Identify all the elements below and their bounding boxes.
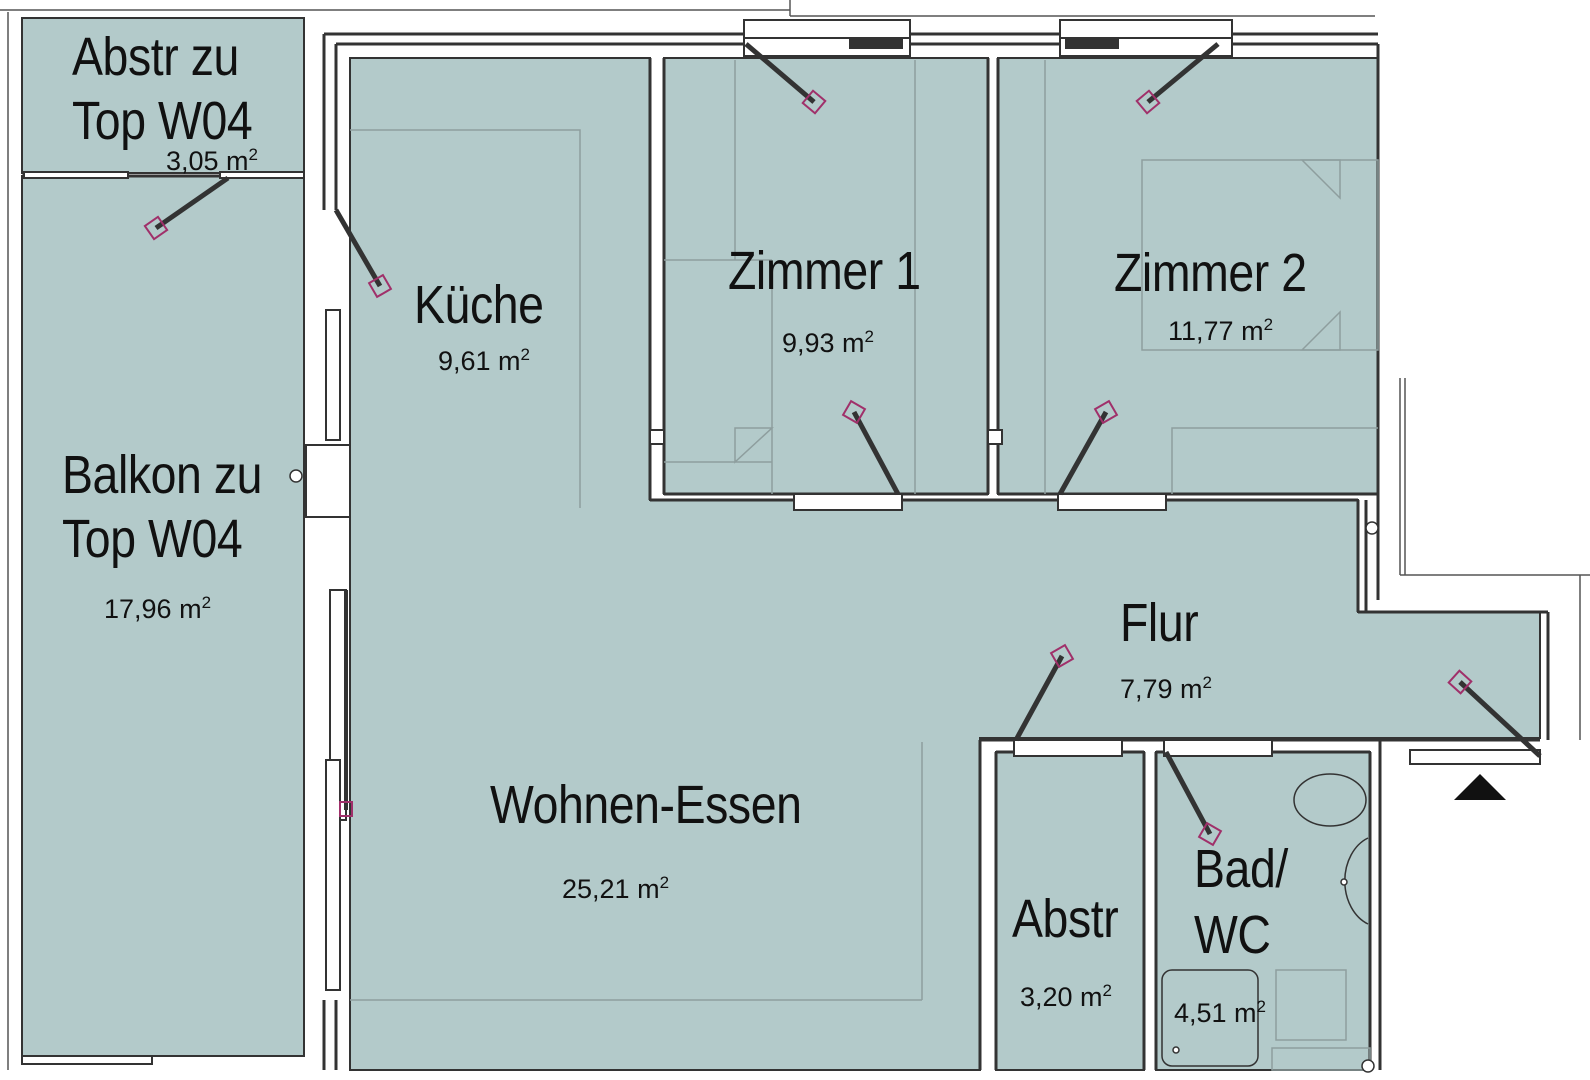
room-balkon-name-line2: Top W04 — [62, 509, 243, 569]
area-value: 3,05 m — [166, 146, 249, 176]
room-wohnen-area: 25,21 m2 — [562, 873, 670, 904]
room-bad-area: 4,51 m2 — [1174, 997, 1267, 1028]
room-balkon-name-line1: Balkon zu — [62, 445, 263, 505]
room-zimmer2-area: 11,77 m2 — [1168, 315, 1274, 346]
furniture-lines — [350, 60, 1379, 1071]
window-symbols — [21, 19, 1541, 1065]
door-handles — [143, 89, 1473, 847]
room-flur-name: Flur — [1120, 593, 1199, 653]
room-wohnen-name: Wohnen-Essen — [490, 775, 802, 835]
area-unit-sup: 2 — [864, 327, 875, 346]
room-abstr-top-name-line1: Abstr zu — [72, 27, 239, 87]
area-value: 17,96 m — [104, 594, 202, 624]
area-unit-sup: 2 — [248, 145, 259, 164]
area-value: 25,21 m — [562, 874, 660, 904]
area-value: 9,93 m — [782, 328, 865, 358]
room-bad-name-line2: WC — [1194, 905, 1271, 965]
room-bad-name-line1: Bad/ — [1194, 839, 1288, 899]
room-abstr-top-area: 3,05 m2 — [166, 145, 259, 176]
area-unit-sup: 2 — [1202, 673, 1213, 692]
room-abstr-name: Abstr — [1012, 889, 1119, 949]
area-unit-sup: 2 — [1263, 315, 1274, 334]
area-unit-sup: 2 — [1256, 997, 1267, 1016]
area-value: 3,20 m — [1020, 982, 1103, 1012]
room-flur-area: 7,79 m2 — [1120, 673, 1213, 704]
room-zimmer1-name: Zimmer 1 — [728, 241, 921, 301]
door-swing-icon — [154, 42, 1542, 836]
room-zimmer1-area: 9,93 m2 — [782, 327, 875, 358]
room-balkon-area: 17,96 m2 — [104, 593, 212, 624]
window-kueche-side — [325, 309, 341, 441]
window-balkon-top — [23, 171, 129, 179]
area-unit-sup: 2 — [659, 873, 670, 892]
toilet-icon — [1293, 773, 1367, 827]
room-kueche-name: Küche — [414, 275, 544, 335]
area-unit-sup: 2 — [1102, 981, 1113, 1000]
entrance-triangle-icon — [1454, 774, 1506, 800]
balcony-door-frame — [305, 444, 351, 518]
room-balkon-fill — [21, 175, 305, 1057]
area-value: 9,61 m — [438, 346, 521, 376]
area-value: 7,79 m — [1120, 674, 1203, 704]
area-unit-sup: 2 — [520, 345, 531, 364]
area-value: 4,51 m — [1174, 998, 1257, 1028]
area-value: 11,77 m — [1168, 316, 1264, 346]
room-abstr-area: 3,20 m2 — [1020, 981, 1113, 1012]
area-unit-sup: 2 — [201, 593, 212, 612]
room-zimmer2-name: Zimmer 2 — [1114, 243, 1307, 303]
shower-tray-icon — [1161, 969, 1259, 1067]
room-abstr-top-fill — [21, 17, 305, 174]
room-kueche-area: 9,61 m2 — [438, 345, 531, 376]
room-zimmer2-fill — [997, 57, 1379, 495]
fixtures — [289, 469, 1379, 1073]
outlet-icon — [289, 469, 303, 483]
room-abstr-top-name-line2: Top W04 — [72, 91, 253, 151]
door-thresholds — [649, 429, 1273, 757]
